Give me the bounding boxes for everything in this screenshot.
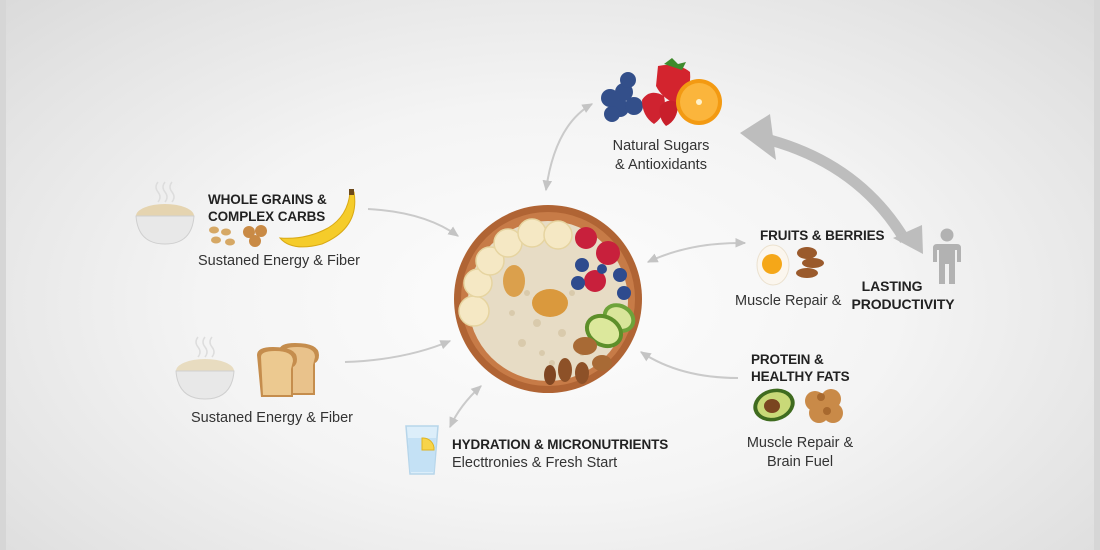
arrow-sugars-bowl (542, 103, 594, 192)
peanuts-icon (206, 224, 240, 248)
node-natural-sugars (598, 58, 724, 128)
heading-line1: PROTEIN & (751, 352, 824, 367)
oatmeal-bowl (452, 203, 644, 395)
big-arrow-sugars-productivity (768, 134, 910, 243)
arrow-bread-to-bowl (344, 340, 452, 363)
blueberries-icon (601, 72, 643, 122)
walnut-icon (801, 387, 847, 425)
subtitle-line1: Muscle Repair & (746, 435, 854, 451)
heading-line2: COMPLEX CARBS (208, 209, 326, 224)
node-hydration: HYDRATION & MICRONUTRIENTS Electtronies … (452, 436, 668, 473)
subtitle-line1: Natural Sugars (612, 138, 710, 154)
blueberries (571, 258, 631, 300)
orange-icon (676, 79, 722, 125)
heading-line1: LASTING (861, 278, 923, 294)
protein-fats-subtitle: Muscle Repair & Brain Fuel (736, 434, 864, 472)
hydration-subtitle: Electtronies & Fresh Start (452, 455, 618, 471)
raspberries (575, 227, 620, 292)
lasting-productivity-heading: LASTING PRODUCTIVITY (849, 277, 957, 313)
heading-line2: HEALTHY FATS (751, 369, 850, 384)
cereal-icon (240, 224, 272, 248)
natural-sugars-subtitle: Natural Sugars & Antioxidants (596, 137, 726, 175)
subtitle-line2: Brain Fuel (766, 454, 834, 470)
heading-line1: WHOLE GRAINS & (208, 192, 327, 207)
oat-bowl-icon (175, 336, 235, 400)
protein-fats-heading: PROTEIN & HEALTHY FATS (751, 351, 850, 385)
person-icon (931, 228, 963, 286)
avocado-halves (584, 303, 636, 349)
honey (532, 289, 568, 317)
node-oats-bread (173, 335, 237, 403)
banana-icon (276, 188, 362, 250)
bread-icon (255, 343, 323, 399)
subtitle-line2: & Antioxidants (615, 157, 707, 173)
whole-grains-heading: WHOLE GRAINS & COMPLEX CARBS (208, 191, 327, 225)
whole-grains-subtitle: Sustaned Energy & Fiber (198, 253, 361, 269)
node-whole-grains (134, 180, 196, 248)
walnuts-almonds (544, 337, 612, 385)
arrow-protein-to-bowl (640, 351, 739, 379)
hydration-heading: HYDRATION & MICRONUTRIENTS (452, 437, 669, 452)
almonds-icon (793, 245, 827, 281)
oat-bowl-icon (135, 181, 195, 245)
fruits-berries-subtitle: Muscle Repair & (735, 293, 842, 309)
fruits-berries-heading: FRUITS & BERRIES (760, 228, 885, 243)
heading-line2: PRODUCTIVITY (851, 296, 955, 312)
water-glass-lemon-icon (404, 424, 440, 476)
oats-bread-subtitle: Sustaned Energy & Fiber (191, 410, 354, 426)
banana-slices (458, 218, 573, 327)
arrow-grains-to-bowl (367, 208, 459, 237)
egg-icon (755, 244, 791, 286)
avocado-icon (752, 387, 796, 423)
arrow-fruits-bowl (646, 238, 747, 263)
